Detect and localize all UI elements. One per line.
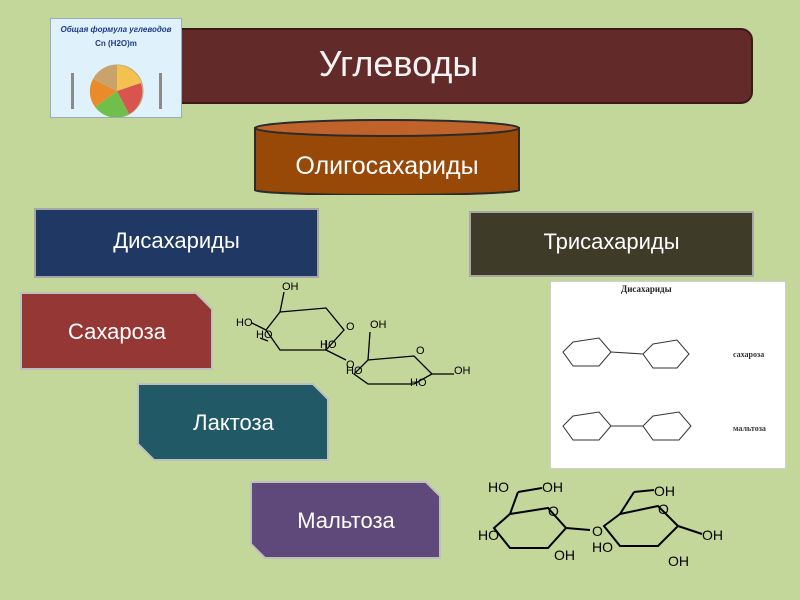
struct-label: O: [346, 321, 355, 333]
struct-label: O: [548, 503, 559, 519]
disaccharides-label: Дисахариды: [113, 228, 240, 253]
struct-label: OH: [454, 365, 471, 377]
struct-label: HO: [488, 479, 509, 495]
sucrose-structure: OH HO HO O HO O OH O HO HO OH: [236, 281, 471, 389]
lactose-label: Лактоза: [193, 409, 274, 435]
maltose-label: Мальтоза: [297, 507, 395, 533]
struct-label: OH: [668, 553, 689, 569]
food-plate-illustration: [71, 64, 162, 117]
struct-label: HO: [256, 329, 273, 341]
disaccharides-box: Дисахариды: [34, 208, 319, 278]
scheme-rings: [562, 337, 692, 441]
thumbnail-title: Общая формула углеводов: [60, 25, 172, 34]
struct-label: HO: [320, 339, 337, 351]
sucrose-shape: [20, 292, 213, 370]
struct-label: O: [658, 501, 669, 517]
struct-label: O: [346, 359, 355, 371]
trisaccharides-box: Трисахариды: [469, 211, 754, 277]
oligosaccharides-label: Олигосахариды: [295, 151, 479, 180]
struct-label: OH: [542, 479, 563, 495]
struct-label: HO: [410, 377, 427, 389]
scheme-sucrose-label: сахароза: [733, 350, 765, 359]
struct-label: OH: [554, 547, 575, 563]
maltose-structure: HO OH HO O OH O OH O HO OH OH: [478, 479, 723, 569]
trisaccharides-label: Трисахариды: [543, 229, 680, 254]
disaccharides-scheme: Дисахариды сахароза мальтоза: [550, 281, 786, 469]
title-bar: Углеводы: [150, 28, 753, 104]
scheme-title: Дисахариды: [621, 284, 672, 294]
struct-label: HO: [236, 317, 253, 329]
maltose-shape: [250, 481, 441, 559]
struct-label: OH: [702, 527, 723, 543]
struct-label: OH: [282, 281, 299, 293]
page-title: Углеводы: [318, 43, 479, 84]
sucrose-label: Сахароза: [68, 318, 166, 344]
struct-label: O: [416, 345, 425, 357]
thumbnail-formula: Cn (H2O)m: [95, 39, 137, 48]
lactose-shape: [137, 383, 329, 461]
struct-label: O: [592, 523, 603, 539]
struct-label: HO: [478, 527, 499, 543]
struct-label: OH: [370, 319, 387, 331]
scheme-maltose-label: мальтоза: [733, 424, 766, 433]
struct-label: HO: [592, 539, 613, 555]
struct-label: HO: [346, 365, 363, 377]
struct-label: OH: [654, 483, 675, 499]
carbohydrate-formula-image: Общая формула углеводов Cn (H2O)m: [50, 18, 182, 118]
oligosaccharides-drum: [254, 119, 520, 195]
